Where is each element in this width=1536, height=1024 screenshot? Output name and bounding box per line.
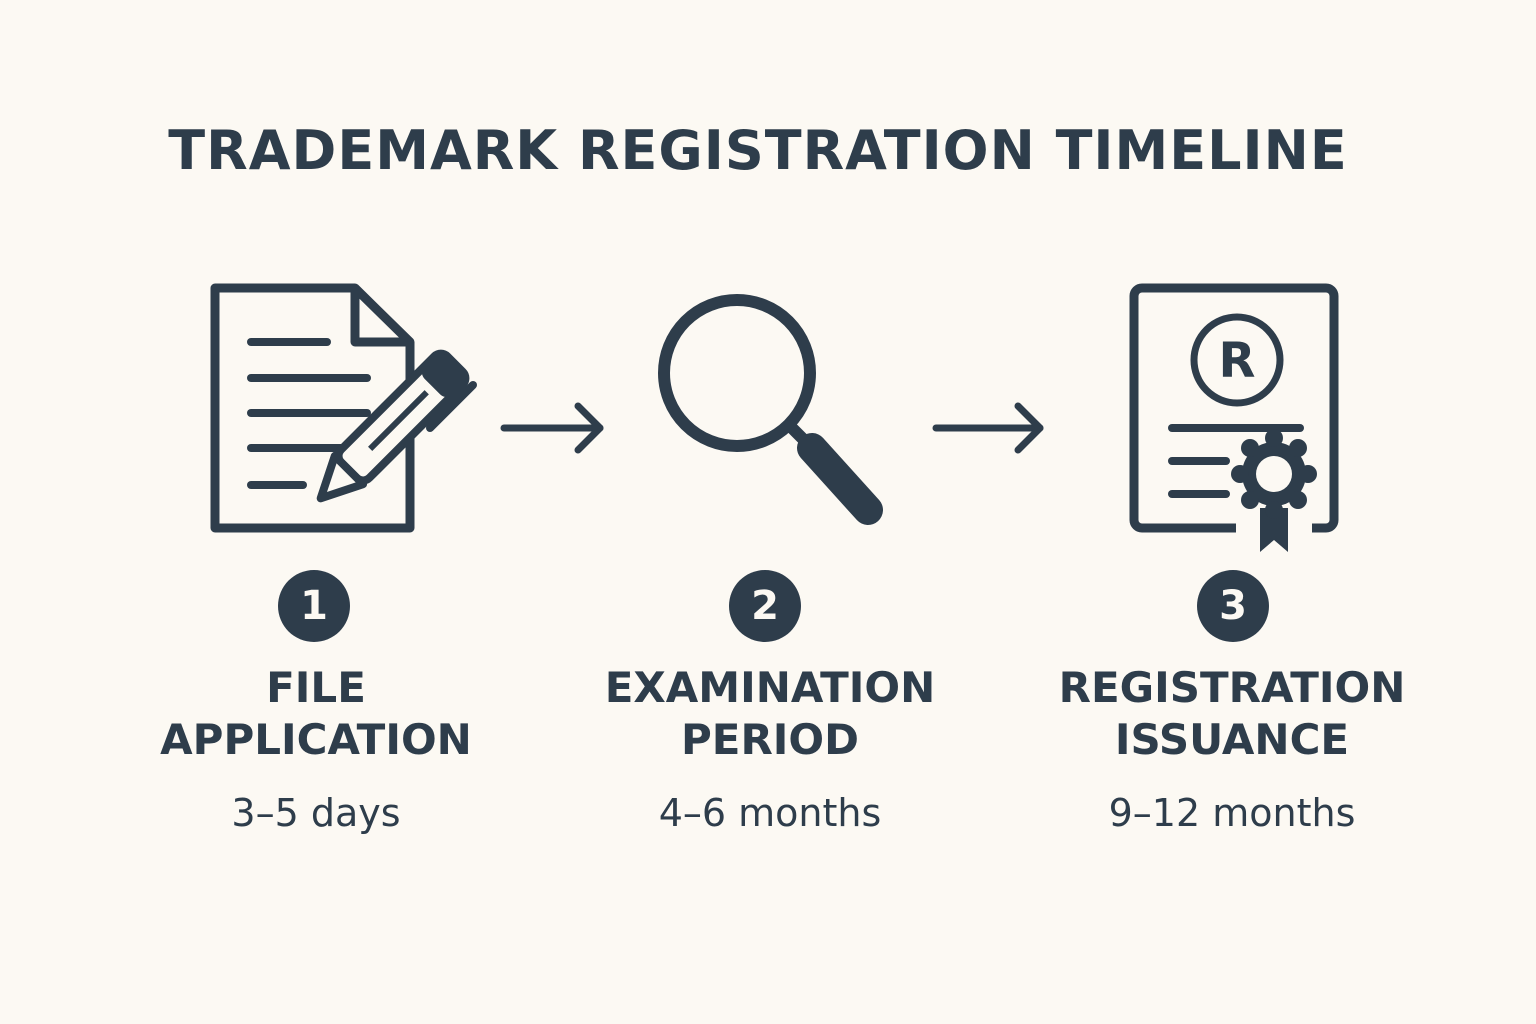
step-number-1: 1 <box>278 570 350 642</box>
page-title: TRADEMARK REGISTRATION TIMELINE <box>168 119 1348 182</box>
magnifying-glass-icon <box>658 294 883 525</box>
step-duration-3: 9–12 months <box>1108 791 1356 835</box>
arrow-right-icon <box>932 402 1044 454</box>
document-pen-icon <box>210 283 477 533</box>
step-label-3-line2: ISSUANCE <box>1114 715 1350 764</box>
step-duration-1: 3–5 days <box>231 791 401 835</box>
step-duration-2: 4–6 months <box>658 791 882 835</box>
step-number-2: 2 <box>729 570 801 642</box>
step-label-3-line1: REGISTRATION <box>1058 663 1406 712</box>
step-label-1-line2: APPLICATION <box>160 715 472 764</box>
step-label-2: EXAMINATION PERIOD <box>560 662 980 766</box>
registered-symbol: R <box>1219 333 1256 389</box>
step-label-1-line1: FILE <box>266 663 366 712</box>
arrow-right-icon <box>500 402 604 454</box>
step-label-3: REGISTRATION ISSUANCE <box>1022 662 1442 766</box>
certificate-registered-icon: R <box>1129 283 1339 552</box>
step-label-2-line1: EXAMINATION <box>604 663 936 712</box>
step-label-2-line2: PERIOD <box>680 715 859 764</box>
step-number-3: 3 <box>1197 570 1269 642</box>
step-label-1: FILE APPLICATION <box>106 662 526 766</box>
